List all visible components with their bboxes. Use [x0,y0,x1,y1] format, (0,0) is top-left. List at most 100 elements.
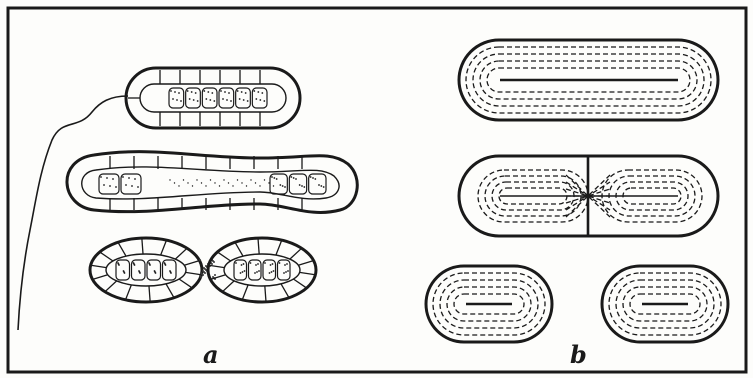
cell-b3-left [426,266,552,342]
panel-b-label: b [570,343,587,367]
wall-segment [101,253,113,261]
stipple-dot [284,264,286,266]
stipple-dot [176,99,178,101]
wall-segment [126,285,131,299]
stipple-dot [222,98,224,100]
wall-segment [258,239,259,254]
stipple-dot [178,92,180,94]
stipple-dot [189,98,191,100]
stipple-dot [118,264,120,266]
stipple-dot [299,184,301,186]
stipple-dot [228,92,230,94]
wall-segment [92,265,107,267]
stipple-dot [237,90,239,92]
stipple-dot [268,182,269,183]
stipple-dot [223,179,224,180]
stipple-dot [301,185,303,187]
stipple-dot [210,179,211,180]
wall-segment [161,241,166,255]
stipple-dot [282,185,284,187]
wall-segment [290,249,301,259]
stipple-dot [209,99,211,101]
stipple-dot [258,270,260,272]
stipple-dot [169,179,170,180]
stipple-dot [323,186,325,188]
stipple-dot [270,264,272,266]
panel-a-drawing [18,68,357,330]
wall-segment [175,249,186,259]
stipple-dot [207,91,209,93]
stipple-dot [272,263,274,265]
stipple-dot [228,182,229,183]
stipple-dot [205,98,207,100]
stipple-dot [149,264,151,266]
stipple-dot [287,270,289,272]
cell-a2 [67,152,357,213]
stipple-dot [257,91,259,93]
wall-segment [300,272,315,274]
stipple-dot [257,263,259,265]
stipple-dot [197,100,199,102]
cell-b2 [459,156,718,236]
stipple-dot [241,91,243,93]
stipple-dot [137,186,139,188]
stipple-dot [201,182,202,183]
stipple-dot [247,100,249,102]
stipple-dot [264,262,266,264]
stipple-dot [239,98,241,100]
stipple-dot [134,264,136,266]
wall-segment [119,243,126,256]
stipple-dot [224,91,226,93]
stipple-dot [103,184,105,186]
wall-segment [281,284,288,297]
stipple-dot [134,178,136,180]
stipple-dot [193,99,195,101]
granule [121,174,141,194]
stipple-dot [165,264,167,266]
wall-segment [298,261,312,265]
stipple-dot [284,186,286,188]
stipple-dot [271,176,273,178]
stipple-dot [214,182,215,183]
stipple-dot [192,185,193,186]
stipple-dot [256,271,258,273]
stipple-dot [199,275,201,277]
wall-segment [210,265,225,267]
stipple-dot [286,263,288,265]
wall-segment [243,285,248,299]
stipple-dot [219,185,220,186]
stipple-dot [244,270,246,272]
stipple-dot [199,259,201,261]
stipple-dot [128,177,130,179]
stipple-dot [318,184,320,186]
stipple-dot [125,184,127,186]
stipple-dot [255,182,256,183]
stipple-dot [203,267,205,269]
granule [99,174,119,194]
stipple-dot [271,271,273,273]
stipple-dot [203,90,205,92]
stipple-dot [174,182,175,183]
stipple-dot [172,98,174,100]
stipple-dot [178,185,179,186]
stipple-dot [131,185,133,187]
stipple-dot [109,185,111,187]
stipple-dot [243,263,245,265]
stipple-dot [273,270,275,272]
stipple-dot [214,274,216,276]
wall-segment [236,243,243,256]
stipple-dot [259,99,261,101]
stipple-dot [122,176,124,178]
stipple-dot [180,100,182,102]
stipple-dot [261,92,263,94]
stipple-dot [242,271,244,273]
stipple-dot [232,185,233,186]
wall-segment [149,286,150,301]
stipple-dot [285,271,287,273]
stipple-dot [250,262,252,264]
cell-a3-left [90,238,202,302]
stipple-dot [211,92,213,94]
stipple-dot [273,185,274,186]
wall-segment [218,253,230,261]
